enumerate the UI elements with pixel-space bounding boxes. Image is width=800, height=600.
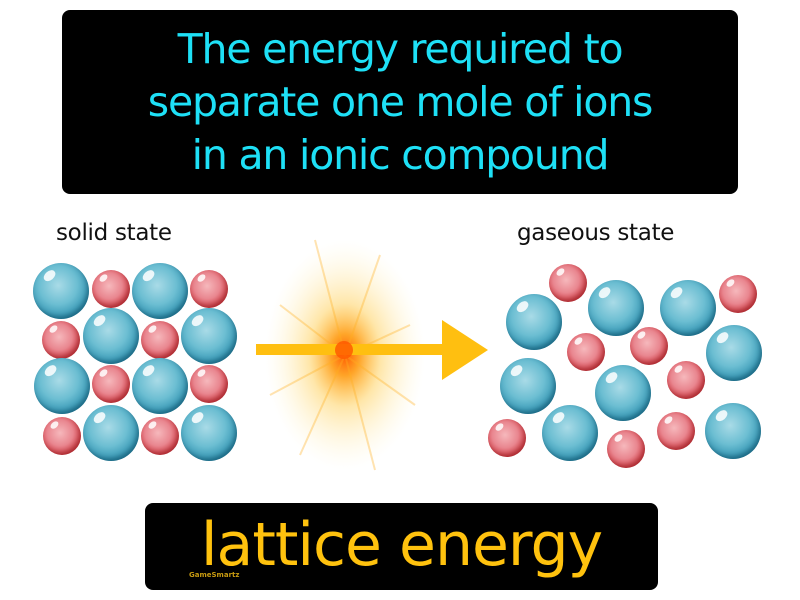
gaseous-state-label: gaseous state	[517, 220, 675, 246]
anion-sphere-icon	[506, 294, 562, 350]
cation-sphere-icon	[190, 365, 228, 403]
anion-sphere-icon	[181, 405, 237, 461]
anion-sphere-icon	[83, 405, 139, 461]
solid-state-label: solid state	[56, 220, 172, 246]
anion-sphere-icon	[706, 325, 762, 381]
cation-sphere-icon	[657, 412, 695, 450]
anion-sphere-icon	[33, 263, 89, 319]
definition-line-3: in an ionic compound	[191, 130, 610, 179]
anion-sphere-icon	[660, 280, 716, 336]
cation-sphere-icon	[667, 361, 705, 399]
transition-arrow-icon	[256, 320, 488, 380]
anion-sphere-icon	[132, 263, 188, 319]
cation-sphere-icon	[488, 419, 526, 457]
anion-sphere-icon	[588, 280, 644, 336]
definition-line-1: The energy required to	[177, 24, 624, 73]
anion-sphere-icon	[83, 308, 139, 364]
definition-box: The energy required to separate one mole…	[62, 10, 738, 194]
anion-sphere-icon	[500, 358, 556, 414]
cation-sphere-icon	[190, 270, 228, 308]
cation-sphere-icon	[549, 264, 587, 302]
anion-sphere-icon	[181, 308, 237, 364]
term-title: lattice energy	[200, 510, 603, 580]
cation-sphere-icon	[567, 333, 605, 371]
cation-sphere-icon	[141, 417, 179, 455]
cation-sphere-icon	[43, 417, 81, 455]
brand-watermark: GameSmartz	[189, 571, 240, 579]
anion-sphere-icon	[542, 405, 598, 461]
term-box: lattice energy GameSmartz	[145, 503, 658, 590]
cation-sphere-icon	[42, 321, 80, 359]
anion-sphere-icon	[595, 365, 651, 421]
definition-line-2: separate one mole of ions	[147, 77, 654, 126]
cation-sphere-icon	[719, 275, 757, 313]
cation-sphere-icon	[141, 321, 179, 359]
cation-sphere-icon	[92, 365, 130, 403]
anion-sphere-icon	[34, 358, 90, 414]
cation-sphere-icon	[92, 270, 130, 308]
anion-sphere-icon	[132, 358, 188, 414]
anion-sphere-icon	[705, 403, 761, 459]
cation-sphere-icon	[607, 430, 645, 468]
cation-sphere-icon	[630, 327, 668, 365]
